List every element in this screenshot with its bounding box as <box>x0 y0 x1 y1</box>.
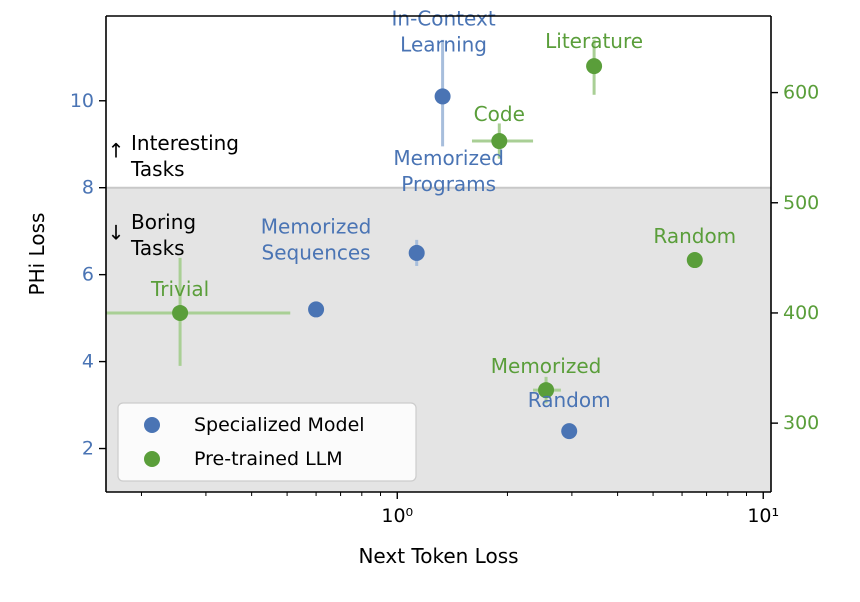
point-label: Learning <box>400 32 487 56</box>
data-point <box>491 133 508 150</box>
data-point <box>586 58 603 75</box>
y2-tick-label: 400 <box>783 302 819 324</box>
point-label: Literature <box>545 29 643 53</box>
point-label: Sequences <box>262 240 371 264</box>
data-point <box>686 252 703 269</box>
boring-label-line: Tasks <box>130 236 185 260</box>
data-point <box>308 301 325 318</box>
y2-tick-label: 500 <box>783 192 819 214</box>
data-point <box>172 304 189 321</box>
interesting-label-line: Interesting <box>131 131 239 155</box>
y2-tick-label: 300 <box>783 412 819 434</box>
data-point <box>408 244 425 261</box>
y-axis-label: PHi Loss <box>25 213 49 296</box>
x-axis-label: Next Token Loss <box>358 544 518 568</box>
point-label: Random <box>528 388 611 412</box>
point-label: Memorized <box>491 354 602 378</box>
boring-arrow: ↓ <box>108 221 125 245</box>
y-tick-label: 4 <box>82 351 94 373</box>
legend-box <box>117 402 417 482</box>
point-label: In-Context <box>392 6 496 30</box>
point-label: Memorized <box>393 146 504 170</box>
interesting-arrow: ↑ <box>108 139 125 163</box>
point-label: Programs <box>401 172 496 196</box>
point-label: Random <box>653 224 736 248</box>
y-tick-label: 8 <box>82 177 94 199</box>
data-point <box>561 423 578 440</box>
legend-marker <box>144 417 160 433</box>
data-point <box>538 382 555 399</box>
legend-label: Pre-trained LLM <box>194 448 343 470</box>
x-tick-label: 10⁰ <box>381 505 413 527</box>
legend-label: Specialized Model <box>194 414 365 436</box>
interesting-label-line: Tasks <box>130 157 185 181</box>
y-tick-label: 10 <box>70 90 94 112</box>
boring-label-line: Boring <box>131 210 196 234</box>
point-label: Code <box>474 102 525 126</box>
x-tick-label: 10¹ <box>747 505 779 527</box>
y-tick-label: 2 <box>82 438 94 460</box>
data-point <box>434 88 451 105</box>
y2-tick-label: 600 <box>783 82 819 104</box>
point-label: Memorized <box>261 214 372 238</box>
legend-marker <box>144 451 160 467</box>
y-tick-label: 6 <box>82 264 94 286</box>
point-label: Trivial <box>150 277 209 301</box>
